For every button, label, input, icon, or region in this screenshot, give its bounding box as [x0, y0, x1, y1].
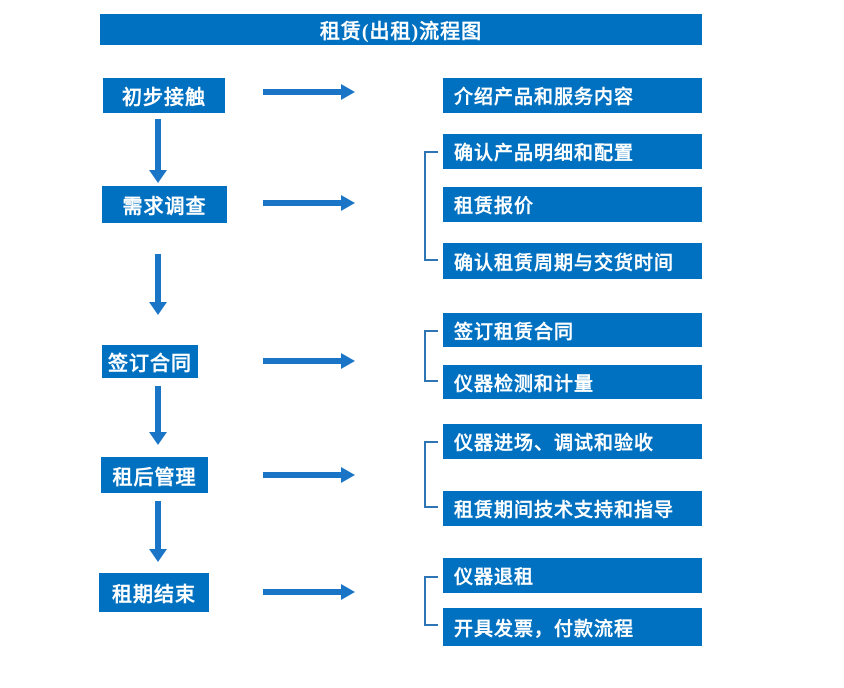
right-arrow-4 [263, 467, 355, 483]
detail-box-introduce-products: 介绍产品和服务内容 [443, 78, 702, 113]
group-bracket-post-rental [424, 441, 438, 508]
down-arrow-2 [149, 254, 167, 315]
right-arrow-2 [263, 195, 355, 211]
detail-box-technical-support: 租赁期间技术支持和指导 [443, 491, 702, 526]
detail-box-sign-rental-contract: 签订租赁合同 [443, 313, 702, 347]
step-box-demand-survey: 需求调查 [102, 186, 227, 223]
right-arrow-shaft [263, 589, 341, 595]
group-bracket-demand-survey [424, 151, 438, 261]
detail-box-invoice-payment: 开具发票，付款流程 [443, 608, 702, 646]
title-bar: 租赁(出租)流程图 [100, 14, 702, 45]
detail-box-instrument-inspection: 仪器检测和计量 [443, 365, 702, 399]
detail-box-instrument-return: 仪器退租 [443, 558, 702, 593]
detail-box-confirm-product-details: 确认产品明细和配置 [443, 134, 702, 169]
down-arrow-1 [149, 119, 167, 183]
down-arrow-head [149, 432, 167, 445]
down-arrow-shaft [155, 501, 161, 549]
down-arrow-head [149, 549, 167, 562]
right-arrow-shaft [263, 89, 341, 95]
down-arrow-shaft [155, 254, 161, 302]
right-arrow-3 [263, 353, 355, 369]
page-title: 租赁(出租)流程图 [319, 21, 483, 43]
down-arrow-3 [149, 386, 167, 445]
down-arrow-head [149, 170, 167, 183]
right-arrow-5 [263, 584, 355, 600]
right-arrow-head [341, 84, 355, 100]
down-arrow-shaft [155, 119, 161, 170]
detail-box-instrument-setup: 仪器进场、调试和验收 [443, 424, 702, 459]
right-arrow-shaft [263, 472, 341, 478]
right-arrow-1 [263, 84, 355, 100]
group-bracket-sign-contract [424, 330, 438, 382]
down-arrow-head [149, 302, 167, 315]
step-box-initial-contact: 初步接触 [103, 78, 225, 113]
step-box-post-rental-management: 租后管理 [101, 457, 208, 493]
right-arrow-shaft [263, 358, 341, 364]
detail-box-rental-quote: 租赁报价 [443, 187, 702, 222]
group-bracket-lease-end [424, 576, 438, 626]
detail-box-confirm-rental-period: 确认租赁周期与交货时间 [443, 243, 702, 279]
down-arrow-4 [149, 501, 167, 562]
right-arrow-head [341, 467, 355, 483]
step-box-sign-contract: 签订合同 [102, 345, 198, 378]
down-arrow-shaft [155, 386, 161, 432]
right-arrow-shaft [263, 200, 341, 206]
right-arrow-head [341, 195, 355, 211]
step-box-lease-end: 租期结束 [99, 573, 209, 612]
right-arrow-head [341, 584, 355, 600]
right-arrow-head [341, 353, 355, 369]
